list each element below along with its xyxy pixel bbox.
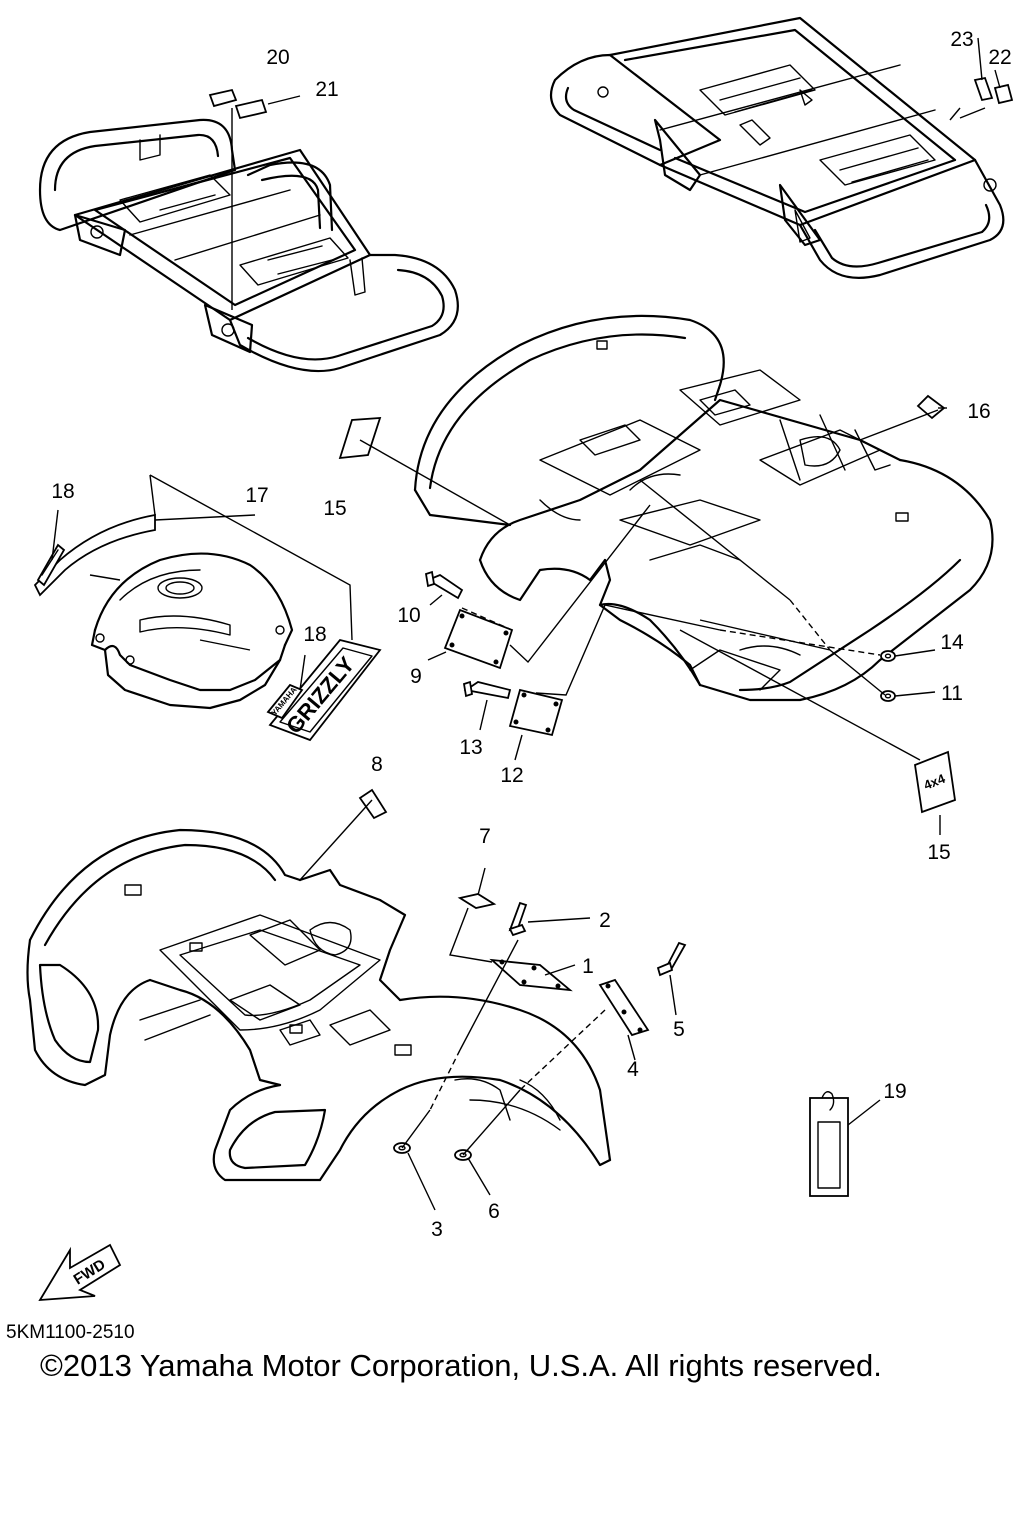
- callout-2: 2: [599, 909, 611, 932]
- callout-labels: 1 2 3 4 5 6 7 8 9 10 11 12 13 14 15 15 1…: [51, 28, 1011, 1241]
- callout-19: 19: [883, 1080, 906, 1103]
- decals-22-23: [973, 76, 1014, 105]
- decal-16: [916, 394, 946, 420]
- decal-15-top: [338, 417, 382, 460]
- bolt-13: [462, 680, 512, 700]
- bolt-10: [424, 570, 464, 600]
- callout-4: 4: [627, 1058, 639, 1081]
- callout-13: 13: [459, 736, 482, 759]
- rear-fender: [413, 314, 994, 702]
- diagram-code: 5KM1100-2510: [6, 1322, 135, 1343]
- copyright-notice: ©2013 Yamaha Motor Corporation, U.S.A. A…: [40, 1348, 882, 1383]
- callout-23: 23: [950, 28, 973, 51]
- tank-cover-panel: [90, 552, 294, 710]
- decal-8: [358, 788, 388, 820]
- callout-16: 16: [967, 400, 990, 423]
- decal-18-left: [36, 543, 66, 587]
- callout-22: 22: [988, 46, 1011, 69]
- label-card-19: [809, 1091, 849, 1197]
- front-carrier-rack: [38, 118, 459, 373]
- callout-6: 6: [488, 1200, 500, 1223]
- plate-9: [443, 608, 514, 670]
- callout-15-top: 15: [323, 497, 346, 520]
- plate-1: [489, 958, 573, 992]
- fwd-arrow-icon: FWD: [38, 1243, 122, 1302]
- callout-9: 9: [410, 665, 422, 688]
- washer-14: [880, 650, 896, 662]
- callout-20: 20: [266, 46, 289, 69]
- callout-12: 12: [500, 764, 523, 787]
- front-fender: [26, 828, 612, 1182]
- side-decal-17: [33, 513, 156, 597]
- decal-4x4: 4x4: [914, 750, 956, 814]
- plate-4: [598, 978, 650, 1037]
- plate-12: [508, 688, 564, 737]
- decals-20-21: [208, 88, 268, 120]
- decal-7: [457, 893, 497, 909]
- grizzly-decal: GRIZZLY YAMAHA: [266, 638, 382, 742]
- callout-15-bottom: 15: [927, 841, 950, 864]
- rear-carrier-rack: [549, 16, 1005, 279]
- bolt-2: [508, 901, 528, 937]
- callout-10: 10: [397, 604, 420, 627]
- callout-11: 11: [941, 682, 963, 705]
- bolt-5: [656, 941, 687, 977]
- washer-11: [880, 690, 896, 702]
- callout-1: 1: [582, 955, 594, 978]
- callout-17: 17: [245, 484, 268, 507]
- callout-18-left: 18: [51, 480, 74, 503]
- callout-8: 8: [371, 753, 383, 776]
- leader-lines: [51, 37, 1001, 1211]
- callout-18-right: 18: [303, 623, 326, 646]
- callout-21: 21: [315, 78, 338, 101]
- callout-7: 7: [479, 825, 491, 848]
- callout-5: 5: [673, 1018, 685, 1041]
- callout-3: 3: [431, 1218, 443, 1241]
- callout-14: 14: [940, 631, 964, 654]
